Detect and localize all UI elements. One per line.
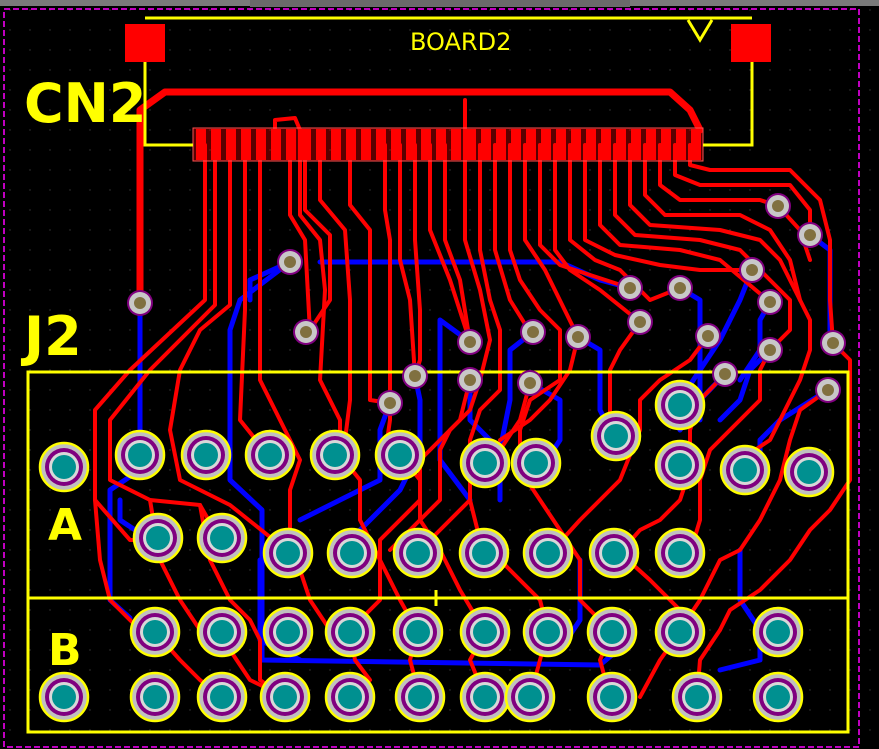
through-hole-pad: [590, 410, 642, 462]
j2-pads: [38, 379, 835, 723]
via: [820, 330, 846, 356]
through-hole-pad: [522, 527, 574, 579]
through-hole-pad: [522, 606, 574, 658]
through-hole-pad: [132, 512, 184, 564]
via: [520, 319, 546, 345]
top-copper-layer: [93, 88, 852, 699]
through-hole-pad: [392, 606, 444, 658]
through-hole-pad: [671, 671, 723, 723]
via: [815, 377, 841, 403]
through-hole-pad: [504, 671, 556, 723]
via: [565, 324, 591, 350]
cn2-pad-row: [192, 127, 704, 162]
via: [402, 363, 428, 389]
through-hole-pad: [262, 527, 314, 579]
through-hole-pad: [309, 429, 361, 481]
through-hole-pad: [783, 446, 835, 498]
through-hole-pad: [326, 527, 378, 579]
through-hole-pad: [654, 527, 706, 579]
via: [797, 222, 823, 248]
through-hole-pad: [324, 606, 376, 658]
through-hole-pad: [196, 606, 248, 658]
through-hole-pad: [196, 671, 248, 723]
via: [127, 290, 153, 316]
via: [457, 329, 483, 355]
through-hole-pad: [244, 429, 296, 481]
cn2-designator: CN2: [24, 72, 146, 135]
through-hole-pad: [114, 429, 166, 481]
through-hole-pad: [588, 527, 640, 579]
vias: [127, 193, 846, 416]
via: [739, 257, 765, 283]
through-hole-pad: [752, 671, 804, 723]
through-hole-pad: [586, 671, 638, 723]
row-a-label: A: [48, 500, 82, 551]
via: [695, 323, 721, 349]
through-hole-pad: [654, 379, 706, 431]
through-hole-pad: [180, 429, 232, 481]
through-hole-pad: [129, 671, 181, 723]
via: [765, 193, 791, 219]
board-label: BOARD2: [410, 28, 511, 56]
through-hole-pad: [262, 606, 314, 658]
silkscreen-layer: [26, 16, 850, 734]
cn2-mount-pad-left: [125, 24, 165, 62]
through-hole-pad: [459, 437, 511, 489]
via: [627, 309, 653, 335]
via: [757, 289, 783, 315]
via: [757, 337, 783, 363]
through-hole-pad: [586, 606, 638, 658]
through-hole-pad: [654, 606, 706, 658]
via: [712, 361, 738, 387]
through-hole-pad: [38, 441, 90, 493]
via: [377, 390, 403, 416]
through-hole-pad: [458, 527, 510, 579]
toolbar-strip[interactable]: [250, 0, 630, 7]
through-hole-pad: [196, 512, 248, 564]
through-hole-pad: [392, 527, 444, 579]
through-hole-pad: [394, 671, 446, 723]
through-hole-pad: [38, 671, 90, 723]
via: [277, 249, 303, 275]
via: [457, 367, 483, 393]
board-outline: [3, 8, 860, 748]
row-b-label: B: [48, 625, 82, 676]
through-hole-pad: [374, 429, 426, 481]
through-hole-pad: [752, 606, 804, 658]
through-hole-pad: [719, 444, 771, 496]
through-hole-pad: [459, 671, 511, 723]
via: [617, 275, 643, 301]
through-hole-pad: [259, 671, 311, 723]
through-hole-pad: [129, 606, 181, 658]
j2-designator: J2: [20, 305, 82, 368]
via: [293, 319, 319, 345]
via: [517, 370, 543, 396]
through-hole-pad: [510, 437, 562, 489]
through-hole-pad: [654, 439, 706, 491]
cn2-mount-pad-right: [731, 24, 771, 62]
via: [667, 275, 693, 301]
through-hole-pad: [324, 671, 376, 723]
through-hole-pad: [459, 606, 511, 658]
